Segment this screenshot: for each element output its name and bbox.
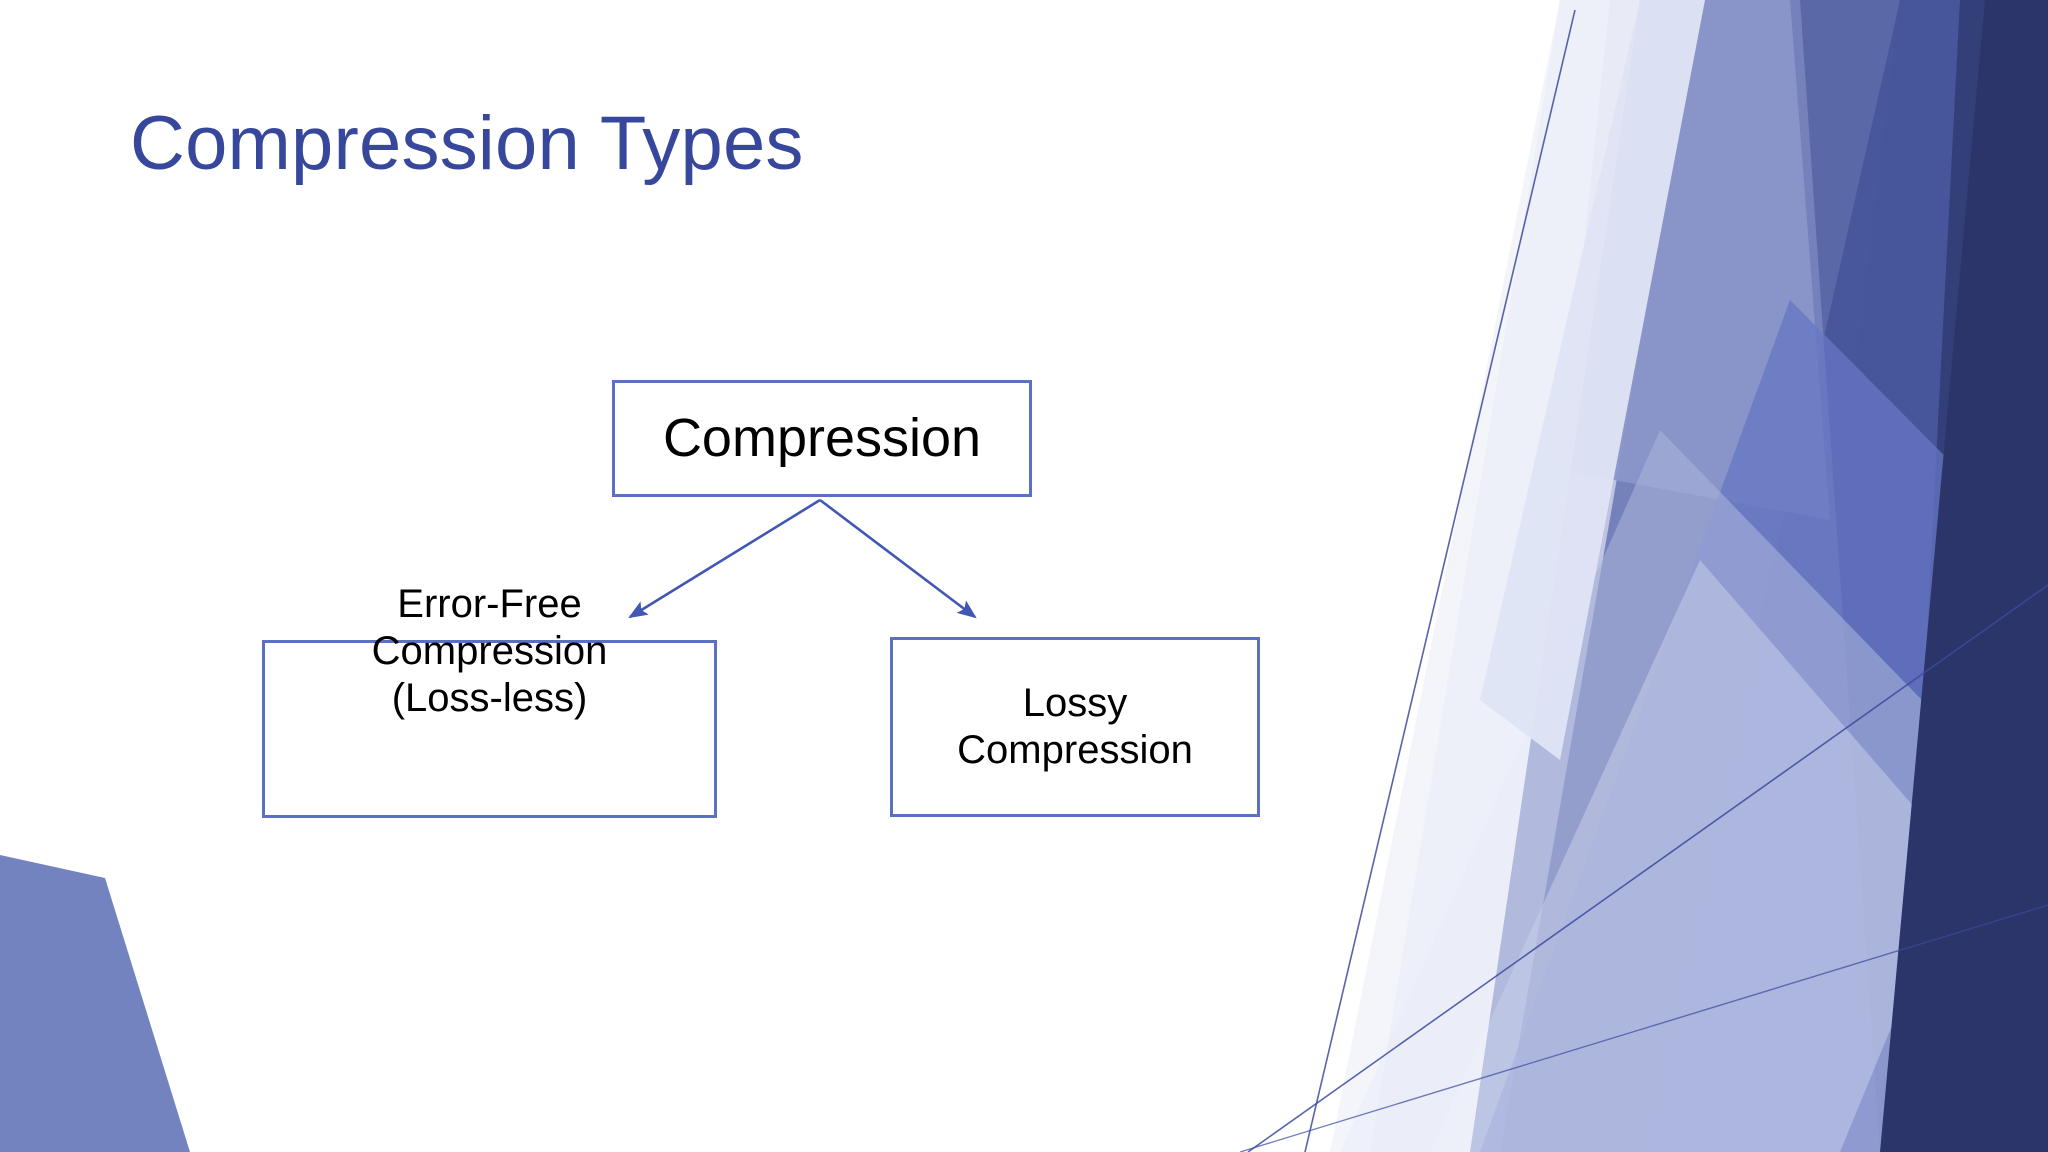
node-lossy-compression-label: Lossy Compression: [893, 680, 1257, 774]
node-compression[interactable]: Compression: [612, 380, 1032, 497]
node-line-1: Error-Free: [397, 582, 582, 626]
node-compression-label: Compression: [662, 407, 982, 468]
node-line-1: Lossy: [1022, 680, 1128, 725]
slide-title: Compression Types: [130, 101, 804, 186]
node-lossy-compression[interactable]: Lossy Compression: [890, 637, 1260, 817]
node-error-free-compression-label: Error-Free Compression (Loss-less): [265, 581, 714, 723]
node-error-free-compression[interactable]: Error-Free Compression (Loss-less): [262, 582, 717, 818]
node-line-3: (Loss-less): [391, 676, 588, 721]
edge-root-to-lossy: [819, 498, 977, 619]
node-line-2: Compression: [371, 629, 608, 674]
node-line-2: Compression: [957, 728, 1193, 772]
